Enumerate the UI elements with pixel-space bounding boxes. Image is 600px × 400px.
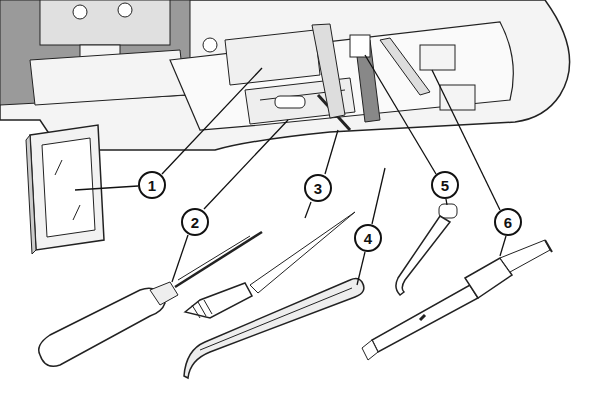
callout-circle: 5	[431, 171, 459, 199]
callout-circle: 6	[494, 208, 522, 236]
callout-number: 6	[504, 215, 512, 230]
callout-number: 4	[364, 231, 372, 246]
callout-number: 1	[148, 178, 156, 193]
callout-circle: 4	[354, 224, 382, 252]
callout-number: 2	[191, 215, 199, 230]
callout-number: 5	[441, 178, 449, 193]
callout-circle: 1	[138, 171, 166, 199]
callout-circle: 2	[181, 208, 209, 236]
callout-circle: 3	[304, 174, 332, 202]
callout-number: 3	[314, 181, 322, 196]
